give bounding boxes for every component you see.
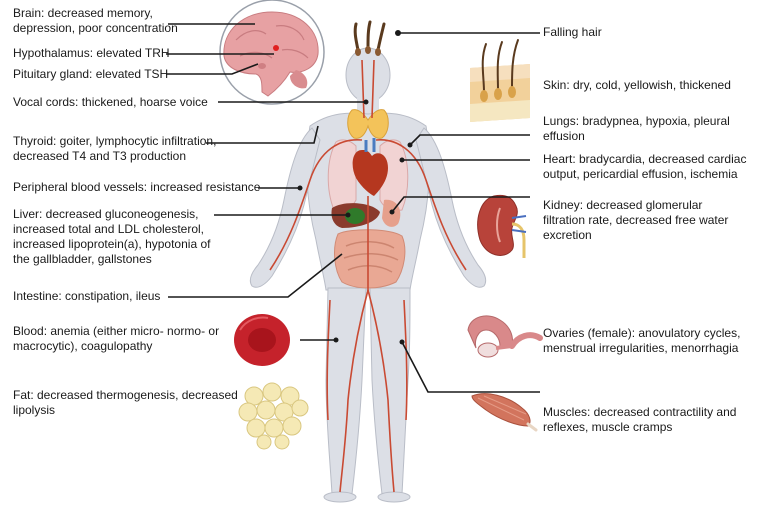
label-heart: Heart: bradycardia, decreased cardiac ou… <box>543 152 746 182</box>
label-fat: Fat: decreased thermogenesis, decreased … <box>13 388 238 418</box>
label-line: Vocal cords: thickened, hoarse voice <box>13 95 208 109</box>
label-muscles: Muscles: decreased contractility and ref… <box>543 405 736 435</box>
ovary-icon <box>467 315 543 358</box>
skin-section-icon <box>470 39 530 122</box>
label-line: Blood: anemia (either micro- normo- or <box>13 324 220 338</box>
kidney-icon <box>477 194 527 258</box>
arteries <box>269 59 467 493</box>
label-line: Fat: decreased thermogenesis, decreased <box>13 388 238 402</box>
label-line: Intestine: constipation, ileus <box>13 289 161 303</box>
label-line: Muscles: decreased contractility and <box>543 405 737 419</box>
label-line: Brain: decreased memory, <box>13 6 153 20</box>
label-line: depression, poor concentration <box>13 21 178 35</box>
label-vocal-cords: Vocal cords: thickened, hoarse voice <box>13 95 208 110</box>
label-line: increased lipoprotein(a), hypotonia of <box>13 237 211 251</box>
label-line: menstrual irregularities, menorrhagia <box>543 341 739 355</box>
label-brain: Brain: decreased memory, depression, poo… <box>13 6 178 36</box>
gallbladder-icon <box>345 208 365 224</box>
label-line: macrocytic), coagulopathy <box>13 339 153 353</box>
label-peripheral-vessels: Peripheral blood vessels: increased resi… <box>13 180 260 195</box>
label-lungs: Lungs: bradypnea, hypoxia, pleural effus… <box>543 114 730 144</box>
label-line: Liver: decreased gluconeogenesis, <box>13 207 199 221</box>
leader-dots <box>297 30 413 345</box>
label-line: Thyroid: goiter, lymphocytic infiltratio… <box>13 134 217 148</box>
muscle-icon <box>471 393 538 432</box>
thyroid-icon <box>347 109 389 139</box>
label-line: filtration rate, decreased free water <box>543 213 729 227</box>
label-line: Skin: dry, cold, yellowish, thickened <box>543 78 731 92</box>
label-ovaries: Ovaries (female): anovulatory cycles, me… <box>543 326 740 356</box>
label-line: Lungs: bradypnea, hypoxia, pleural <box>543 114 730 128</box>
label-line: Hypothalamus: elevated TRH <box>13 46 170 60</box>
label-line: Heart: bradycardia, decreased cardiac <box>543 152 747 166</box>
hair-icon <box>353 20 386 52</box>
red-blood-cell-icon <box>234 314 290 366</box>
label-intestine: Intestine: constipation, ileus <box>13 289 160 304</box>
label-pituitary: Pituitary gland: elevated TSH <box>13 67 168 82</box>
label-line: Kidney: decreased glomerular <box>543 198 703 212</box>
label-line: decreased T4 and T3 production <box>13 149 187 163</box>
label-liver: Liver: decreased gluconeogenesis, increa… <box>13 207 210 267</box>
label-blood: Blood: anemia (either micro- normo- or m… <box>13 324 219 354</box>
brain-inset-icon <box>219 0 325 105</box>
label-kidney: Kidney: decreased glomerular filtration … <box>543 198 728 243</box>
heart-icon <box>352 138 388 196</box>
label-line: lipolysis <box>13 403 56 417</box>
leader-lines-left <box>166 23 368 341</box>
label-line: output, pericardial effusion, ischemia <box>543 167 738 181</box>
label-line: increased total and LDL cholesterol, <box>13 222 205 236</box>
label-line: Falling hair <box>543 25 602 39</box>
label-line: excretion <box>543 228 592 242</box>
label-skin: Skin: dry, cold, yellowish, thickened <box>543 78 731 93</box>
label-line: Pituitary gland: elevated TSH <box>13 67 169 81</box>
label-line: effusion <box>543 129 585 143</box>
label-hypothalamus: Hypothalamus: elevated TRH <box>13 46 170 61</box>
fat-cells-icon <box>238 382 309 450</box>
label-line: Ovaries (female): anovulatory cycles, <box>543 326 741 340</box>
label-line: the gallbladder, gallstones <box>13 252 152 266</box>
leader-lines-right <box>391 32 540 393</box>
label-hair: Falling hair <box>543 25 602 40</box>
label-line: reflexes, muscle cramps <box>543 420 673 434</box>
label-line: Peripheral blood vessels: increased resi… <box>13 180 261 194</box>
label-thyroid: Thyroid: goiter, lymphocytic infiltratio… <box>13 134 216 164</box>
